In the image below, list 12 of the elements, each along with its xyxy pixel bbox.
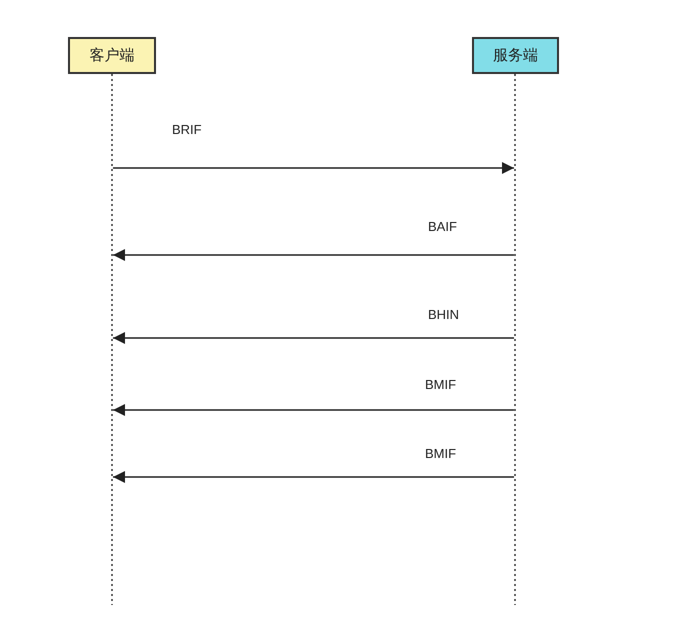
edge-label: BMIF [425, 377, 456, 392]
edge-label: BAIF [428, 219, 457, 234]
edge-label: BMIF [425, 446, 456, 461]
message-arrow [113, 404, 514, 416]
participant-box: 客户端 [68, 37, 156, 74]
message-arrow [113, 332, 514, 344]
message-arrow [113, 471, 514, 483]
message-arrow [113, 249, 514, 261]
participant-box: 服务端 [472, 37, 559, 74]
edge-label: BRIF [172, 122, 202, 137]
message-arrow [113, 162, 514, 174]
edge-label: BHIN [428, 307, 460, 322]
